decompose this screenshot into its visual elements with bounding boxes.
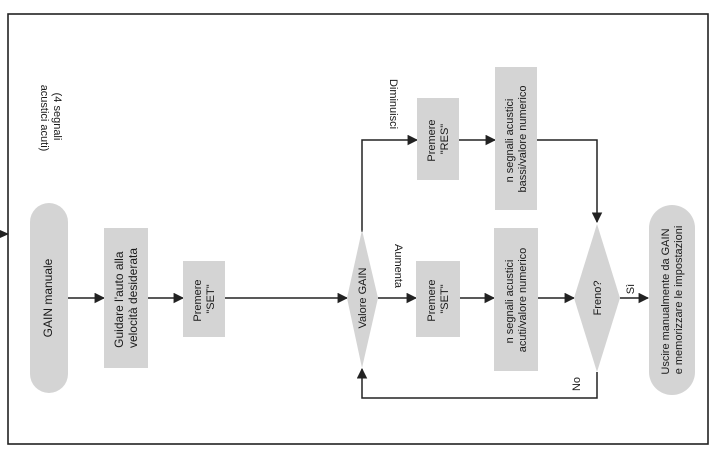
gain-decision-node xyxy=(347,230,378,368)
end-node-label: Uscire manualmente da GAIN e memorizzare… xyxy=(660,225,685,374)
edge-label-yes: Sì xyxy=(625,284,637,294)
entry-arrow-icon xyxy=(0,230,9,238)
high-beeps-node-label: n segnali acustici acuti/valore numerico xyxy=(504,248,529,353)
end-node xyxy=(649,205,695,395)
drive-node xyxy=(104,228,148,368)
press-set-node xyxy=(183,261,225,337)
brake-decision-node xyxy=(574,224,620,372)
low-beeps-node xyxy=(495,67,537,210)
beep-note: (4 segnali acustici acuti) xyxy=(38,85,63,152)
low-beeps-node-label: n segnali acustici bassi/valore numerico xyxy=(504,86,529,193)
diagram-frame xyxy=(7,13,709,445)
edge-label-increase: Aumenta xyxy=(392,244,404,289)
gain-decision-label: Valore GAIN xyxy=(357,267,369,328)
edge-lowbeeps-brake xyxy=(537,139,603,224)
press-set-node-2-label: Premere "SET" xyxy=(426,276,451,321)
start-node-label: GAIN manuale xyxy=(41,258,55,337)
edge-label-no: No xyxy=(571,377,583,391)
start-node xyxy=(30,203,68,393)
drive-node-label: Guidare l'auto alla velocità desiderata xyxy=(112,248,140,348)
brake-decision-label: Freno? xyxy=(592,281,604,316)
edge-no xyxy=(356,367,598,399)
press-res-node xyxy=(417,98,459,180)
press-res-node-label: Premere "RES" xyxy=(426,116,451,161)
press-set-node-label: Premere "SET" xyxy=(192,276,217,321)
edge-label-decrease: Diminuisci xyxy=(387,79,399,129)
press-set-node-2 xyxy=(416,261,460,337)
edge-decrease xyxy=(361,134,419,232)
high-beeps-node xyxy=(494,228,538,371)
